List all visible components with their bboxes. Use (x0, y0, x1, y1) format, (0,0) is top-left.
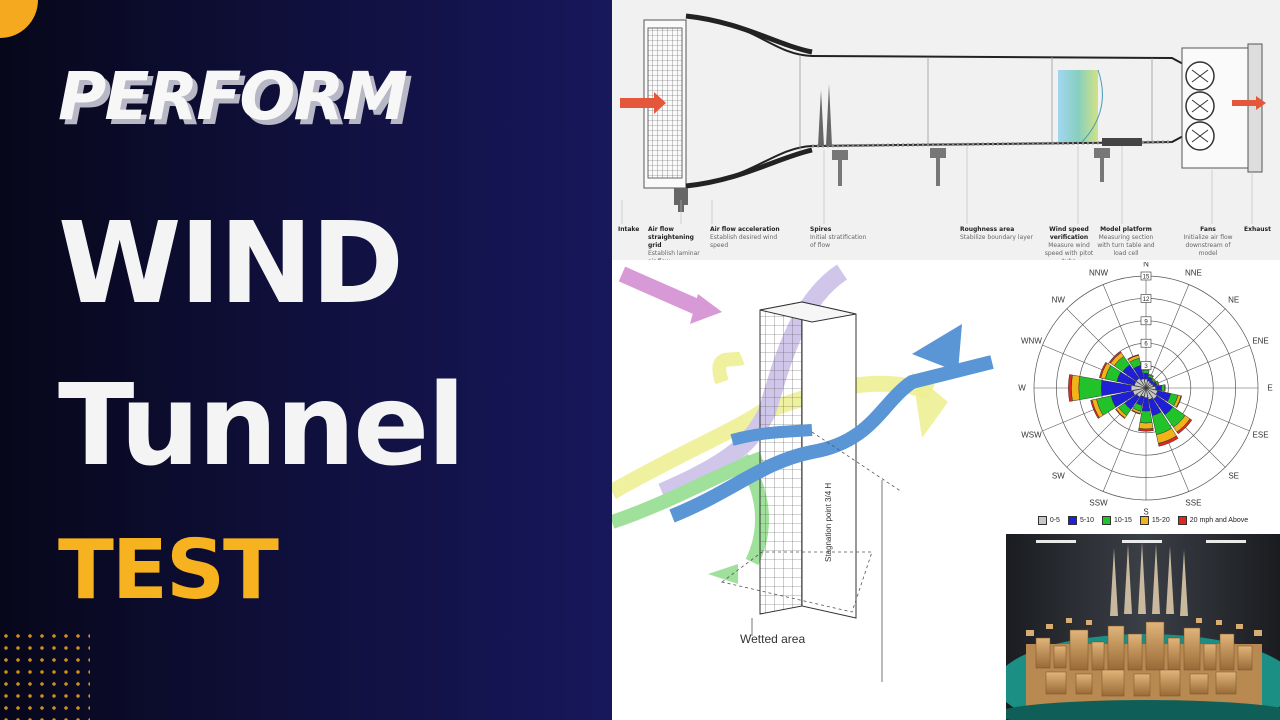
rose-ring-label-box (1140, 338, 1152, 348)
airflow-drawing (612, 264, 994, 682)
legend-label: 5-10 (1079, 517, 1094, 524)
rose-sector-sw (1115, 408, 1126, 419)
legend-label: 0-5 (1049, 517, 1060, 524)
city-model-photo (1006, 534, 1280, 720)
legend-swatch (1177, 516, 1187, 525)
rose-ring-label-box (1140, 271, 1152, 281)
rose-sector-se (1176, 418, 1193, 435)
intake-arrow-icon (620, 92, 666, 114)
legend-label: 15-20 (1151, 517, 1170, 524)
label-intake: Intake (618, 226, 640, 233)
legend-swatch (1037, 516, 1047, 525)
rose-direction-sw: SW (1051, 471, 1065, 481)
wind-rose-chart: 3 6 9 12 15 N NNE NE ENE E ESE SE SSE S SSW SW WSW W WNW N… (1006, 262, 1280, 532)
rose-legend-item: 20 mph and Above (1177, 516, 1249, 525)
rose-direction-wsw: WSW (1021, 430, 1042, 440)
wind-rose-svg: 3 6 9 12 15 (1033, 271, 1259, 501)
rose-direction-s: S (1143, 507, 1149, 517)
wetted-area-label: Wetted area (740, 632, 806, 646)
rose-sector-nnw (1127, 354, 1140, 361)
rose-sector-n (1142, 369, 1150, 374)
rose-sector-nne (1148, 373, 1154, 378)
rose-ring-label: 9 (1144, 319, 1148, 325)
rose-ring-label-box (1140, 316, 1152, 326)
corner-accent-circle (0, 0, 38, 38)
incoming-wind-arrow-icon (690, 294, 722, 324)
stagnation-point-label: Stagnation point 3/4 H (824, 482, 833, 562)
rose-direction-ne: NE (1228, 295, 1240, 305)
rose-sector-w (1068, 374, 1073, 402)
legend-swatch (1139, 516, 1149, 525)
rose-sector-ene (1156, 380, 1160, 386)
city-model-illustration (1006, 534, 1280, 720)
building-airflow-diagram: Stagnation point 3/4 H Wetted area (612, 262, 1005, 720)
rose-sector-sse (1157, 435, 1179, 447)
rose-sector-e (1155, 384, 1162, 392)
rose-ring-label-box (1140, 294, 1152, 303)
rose-legend-item: 0-5 (1037, 516, 1060, 525)
rose-direction-ene: ENE (1252, 336, 1269, 346)
rose-direction-w: W (1018, 383, 1026, 393)
rose-direction-nnw: NNW (1088, 268, 1109, 278)
rose-ring-label-box (1140, 361, 1152, 370)
rose-sector-ssw (1131, 409, 1141, 415)
outgoing-wind-arrow-icon (912, 324, 962, 372)
rose-ring-label: 6 (1144, 342, 1148, 348)
rose-sector-wsw (1090, 399, 1100, 419)
rose-direction-n: N (1143, 262, 1149, 269)
title-tunnel: Tunnel (58, 361, 466, 491)
tunnel-drawing (620, 13, 1266, 224)
legend-swatch (1067, 516, 1077, 525)
rose-legend-item: 10-15 (1101, 516, 1132, 525)
rose-direction-ssw: SSW (1089, 498, 1108, 508)
rose-sector-w (1071, 374, 1081, 402)
rose-direction-e: E (1267, 383, 1273, 393)
rose-direction-nne: NNE (1184, 268, 1202, 278)
rose-direction-ese: ESE (1252, 430, 1269, 440)
title-test: TEST (58, 523, 279, 618)
rose-ring-label: 12 (1143, 297, 1150, 303)
rose-direction-se: SE (1228, 471, 1240, 481)
rose-ring-label: 15 (1143, 275, 1150, 281)
title-panel: PERFORM WIND Tunnel TEST (0, 0, 612, 720)
rose-sector-ese (1175, 395, 1183, 409)
title-wind: WIND (58, 199, 404, 329)
rose-ring-label: 3 (1144, 364, 1148, 370)
rose-sector-e (1161, 384, 1165, 392)
legend-swatch (1101, 516, 1111, 525)
rose-sector-ne (1152, 377, 1157, 382)
rose-direction-wnw: WNW (1020, 336, 1042, 346)
dot-pattern-decoration (0, 630, 90, 720)
rose-spoke (1145, 344, 1250, 389)
rose-sector-e (1164, 384, 1166, 392)
legend-label: 10-15 (1113, 517, 1132, 524)
wind-rose-legend: 0-5 5-10 10-15 15-20 20 mph and Above (1006, 516, 1280, 525)
rose-sector-s (1138, 428, 1154, 432)
exhaust-arrow-icon (1232, 96, 1266, 110)
rose-sector-w (1078, 376, 1103, 400)
rose-sector-s (1139, 410, 1153, 424)
rose-direction-nw: NW (1051, 295, 1065, 305)
rose-legend-item: 5-10 (1067, 516, 1094, 525)
rose-sector-n (1143, 372, 1149, 380)
rose-sector-s (1138, 422, 1154, 430)
rose-spoke (1145, 284, 1190, 389)
title-perform: PERFORM (58, 58, 408, 135)
rose-legend-item: 15-20 (1139, 516, 1170, 525)
rose-spoke (1145, 308, 1226, 389)
rose-sector-nw (1108, 350, 1122, 364)
rose-direction-sse: SSE (1185, 498, 1202, 508)
rose-sector-wnw (1099, 361, 1108, 379)
label-exhaust: Exhaust (1244, 226, 1271, 233)
legend-label: 20 mph and Above (1189, 517, 1249, 524)
